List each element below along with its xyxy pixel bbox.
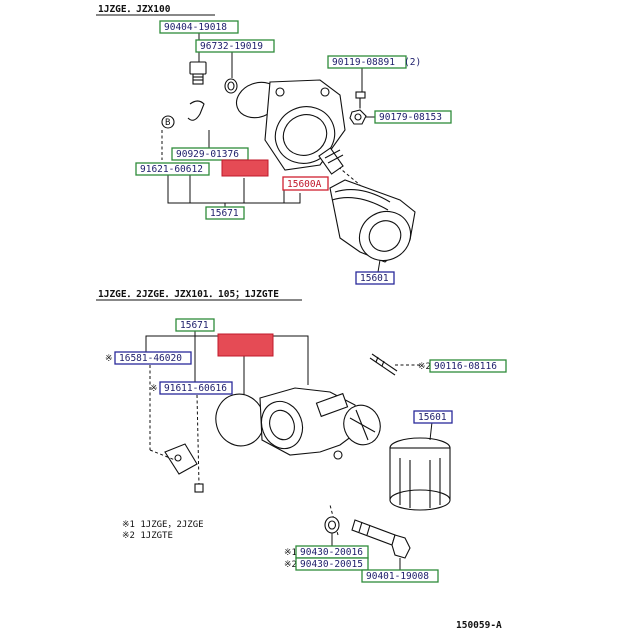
part-box-15671-top bbox=[205, 206, 245, 220]
union-bolt-top bbox=[318, 147, 344, 175]
top-section-header: 1JZGE．JZX100 bbox=[98, 4, 171, 15]
mark-91611: ※ bbox=[150, 384, 158, 394]
part-box-16581 bbox=[114, 351, 192, 365]
bottom-section-header: 1JZGE．2JZGE．JZX101．105；1JZGTE bbox=[98, 289, 279, 300]
leader-15601-bottom bbox=[429, 421, 433, 441]
dash-16581-b bbox=[149, 449, 176, 461]
bracket-15671-top bbox=[167, 175, 301, 204]
washer-top-inner bbox=[227, 81, 235, 91]
part-box-91621 bbox=[135, 162, 210, 176]
part-box-90929 bbox=[171, 147, 249, 161]
part-label-15601-bottom[interactable]: 15601 bbox=[418, 412, 447, 423]
part-label-15601-top[interactable]: 15601 bbox=[360, 273, 389, 284]
mark-90430b: ※2 bbox=[284, 560, 297, 570]
bolt-90119 bbox=[355, 91, 366, 108]
filter-housing-bottom bbox=[259, 387, 361, 460]
drain-plug-top bbox=[189, 61, 207, 85]
part-label-90116[interactable]: 90116-08116 bbox=[434, 361, 497, 372]
part-box-90404 bbox=[159, 20, 239, 34]
redacted-part-top bbox=[221, 159, 269, 177]
part-label-91611[interactable]: 91611-60616 bbox=[164, 383, 227, 394]
mark-90116: ※2 bbox=[418, 362, 431, 372]
part-label-90119[interactable]: 90119-08891 bbox=[332, 57, 395, 68]
part-label-91621[interactable]: 91621-60612 bbox=[140, 164, 203, 175]
part-label-90404[interactable]: 90404-19018 bbox=[164, 22, 227, 33]
leader-15601-top bbox=[377, 259, 381, 273]
washer-top bbox=[224, 78, 238, 94]
part-label-90401[interactable]: 90401-19008 bbox=[366, 571, 429, 582]
mark-90430a: ※1 bbox=[284, 548, 297, 558]
part-label-90430a[interactable]: 90430-20016 bbox=[300, 547, 363, 558]
part-box-90119 bbox=[327, 55, 407, 69]
oil-filter-top bbox=[329, 179, 416, 263]
part-box-15600A bbox=[282, 176, 329, 191]
part-box-90401 bbox=[361, 569, 439, 583]
part-box-15671-bottom bbox=[175, 318, 215, 332]
part-box-90116 bbox=[429, 359, 507, 373]
washer-bottom-inner bbox=[327, 520, 337, 530]
bracket-hook-top bbox=[187, 100, 205, 121]
part-label-90179[interactable]: 90179-08153 bbox=[379, 112, 442, 123]
redacted-part-bottom bbox=[217, 333, 274, 357]
part-box-15601-bottom bbox=[413, 410, 453, 424]
note-1: ※1 1JZGE，2JZGE bbox=[122, 520, 204, 530]
part-label-15600A[interactable]: 15600A bbox=[287, 179, 322, 190]
part-box-15601-top bbox=[355, 271, 395, 285]
part-label-96732[interactable]: 96732-19019 bbox=[200, 41, 263, 52]
part-box-91611 bbox=[159, 381, 233, 395]
diagram-code: 150059-A bbox=[456, 620, 502, 631]
bracket-hole-bottom bbox=[174, 454, 182, 462]
filter-housing-top bbox=[264, 79, 346, 171]
bracket-plate-bottom bbox=[164, 443, 198, 475]
callout-b-circle bbox=[161, 115, 175, 129]
callout-b-letter: B bbox=[165, 118, 170, 128]
part-label-15671-bottom[interactable]: 15671 bbox=[180, 320, 209, 331]
oil-filter-bottom bbox=[389, 437, 451, 511]
part-label-16581[interactable]: 16581-46020 bbox=[119, 353, 182, 364]
note-2: ※2 1JZGTE bbox=[122, 531, 173, 541]
stud-90116 bbox=[369, 353, 398, 376]
part-label-90929[interactable]: 90929-01376 bbox=[176, 149, 239, 160]
part-box-90179 bbox=[374, 110, 452, 124]
part-label-15671-top[interactable]: 15671 bbox=[210, 208, 239, 219]
part-qty-90119: (2) bbox=[404, 57, 421, 68]
mark-16581: ※ bbox=[105, 354, 113, 364]
union-bolt-bottom bbox=[351, 519, 411, 559]
part-box-96732 bbox=[195, 39, 275, 53]
bolt-91611 bbox=[194, 483, 204, 493]
oil-cooler-disc bbox=[343, 404, 381, 446]
dash-91611 bbox=[196, 394, 200, 486]
part-box-90430b bbox=[295, 557, 369, 571]
nut-90179 bbox=[349, 109, 367, 125]
part-label-90430b[interactable]: 90430-20015 bbox=[300, 559, 363, 570]
washer-bottom bbox=[324, 516, 340, 534]
